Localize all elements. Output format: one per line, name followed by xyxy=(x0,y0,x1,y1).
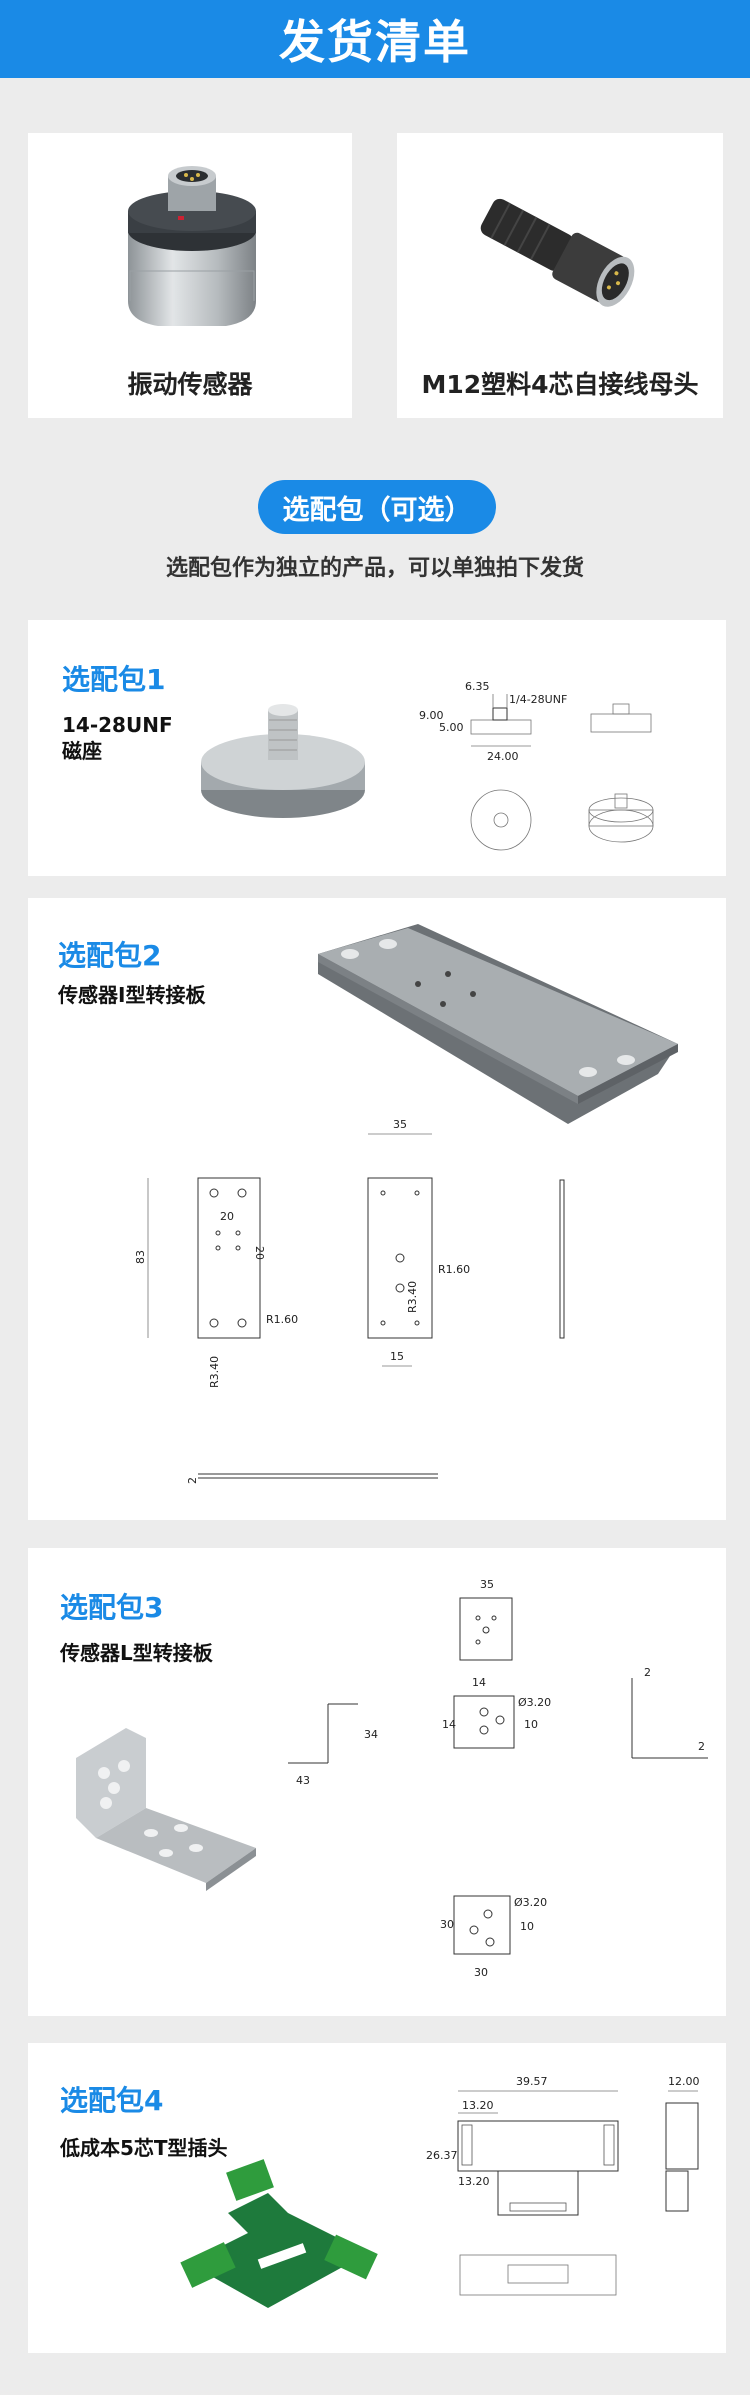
shipping-card-connector: M12塑料4芯自接线母头 xyxy=(397,133,723,418)
svg-text:12.00: 12.00 xyxy=(668,2075,700,2088)
vibration-sensor-image xyxy=(128,166,256,326)
svg-text:15: 15 xyxy=(390,1350,404,1363)
pack-subtitle-1: 14-28UNF 磁座 xyxy=(62,713,173,763)
t-connector-image xyxy=(180,2159,378,2308)
svg-text:Ø3.20: Ø3.20 xyxy=(514,1896,547,1909)
optional-pack-note: 选配包作为独立的产品，可以单独拍下发货 xyxy=(165,556,584,581)
svg-text:1/4-28UNF: 1/4-28UNF xyxy=(509,693,567,706)
svg-text:35: 35 xyxy=(480,1578,494,1591)
svg-text:9.00: 9.00 xyxy=(419,709,444,722)
svg-text:13.20: 13.20 xyxy=(462,2099,494,2112)
pack-card-4: 选配包4 低成本5芯T型插头 39.57 13.20 26.37 13.20 1… xyxy=(28,2043,726,2353)
svg-text:5.00: 5.00 xyxy=(439,721,464,734)
svg-text:83: 83 xyxy=(134,1250,147,1264)
svg-text:26.37: 26.37 xyxy=(426,2149,458,2162)
svg-text:39.57: 39.57 xyxy=(516,2075,548,2088)
svg-text:43: 43 xyxy=(296,1774,310,1787)
shipping-card-sensor: 振动传感器 xyxy=(28,133,352,418)
svg-text:30: 30 xyxy=(440,1918,454,1931)
svg-text:10: 10 xyxy=(520,1920,534,1933)
svg-text:2: 2 xyxy=(698,1740,705,1753)
svg-text:R1.60: R1.60 xyxy=(266,1313,298,1326)
svg-text:10: 10 xyxy=(524,1718,538,1731)
svg-text:35: 35 xyxy=(393,1118,407,1131)
page-title: 发货清单 xyxy=(279,15,471,69)
svg-text:14: 14 xyxy=(442,1718,456,1731)
i-plate-drawing: 83 20 20 R1.60 R3.40 35 R1.60 R3.40 15 2 xyxy=(134,1118,565,1484)
pack-title-2: 选配包2 xyxy=(58,939,162,972)
svg-text:20: 20 xyxy=(253,1246,266,1260)
pack-card-3: 选配包3 传感器L型转接板 35 43 34 14 14 Ø3.20 10 2 … xyxy=(28,1548,726,2016)
svg-text:6.35: 6.35 xyxy=(465,680,490,693)
t-connector-drawing: 39.57 13.20 26.37 13.20 12.00 xyxy=(426,2075,700,2296)
pack-subtitle-2: 传感器I型转接板 xyxy=(58,983,206,1007)
page-header: 发货清单 xyxy=(0,0,750,78)
shipping-caption-connector: M12塑料4芯自接线母头 xyxy=(421,370,699,399)
optional-pack-pill: 选配包（可选） xyxy=(258,480,496,534)
svg-text:14: 14 xyxy=(472,1676,486,1689)
l-plate-drawing: 35 43 34 14 14 Ø3.20 10 2 2 Ø3.20 10 30 … xyxy=(288,1578,708,1979)
svg-text:R3.40: R3.40 xyxy=(406,1281,419,1313)
pack-subtitle-4: 低成本5芯T型插头 xyxy=(60,2136,228,2160)
l-plate-image xyxy=(76,1728,256,1891)
svg-text:2: 2 xyxy=(644,1666,651,1679)
pack-title-1: 选配包1 xyxy=(62,663,166,696)
pack-title-4: 选配包4 xyxy=(60,2084,164,2117)
i-plate-image xyxy=(318,924,678,1124)
svg-text:R1.60: R1.60 xyxy=(438,1263,470,1276)
svg-text:R3.40: R3.40 xyxy=(208,1356,221,1388)
svg-text:30: 30 xyxy=(474,1966,488,1979)
shipping-caption-sensor: 振动传感器 xyxy=(127,370,253,399)
pack-card-1: 选配包1 14-28UNF 磁座 6.35 1/4-28UNF 9.00 5.0… xyxy=(28,620,726,876)
pack-subtitle-3: 传感器L型转接板 xyxy=(60,1641,213,1665)
svg-text:2: 2 xyxy=(186,1477,199,1484)
magnetic-base-drawing: 6.35 1/4-28UNF 9.00 5.00 24.00 xyxy=(419,680,654,851)
svg-text:24.00: 24.00 xyxy=(487,750,519,763)
svg-text:13.20: 13.20 xyxy=(458,2175,490,2188)
pack-card-2: 选配包2 传感器I型转接板 83 20 20 R1.60 R3.40 35 R1… xyxy=(28,898,726,1520)
svg-text:34: 34 xyxy=(364,1728,378,1741)
svg-text:20: 20 xyxy=(220,1210,234,1223)
magnetic-base-image xyxy=(201,704,365,818)
svg-text:Ø3.20: Ø3.20 xyxy=(518,1696,551,1709)
pack-title-3: 选配包3 xyxy=(60,1591,164,1624)
m12-connector-image xyxy=(480,198,635,307)
